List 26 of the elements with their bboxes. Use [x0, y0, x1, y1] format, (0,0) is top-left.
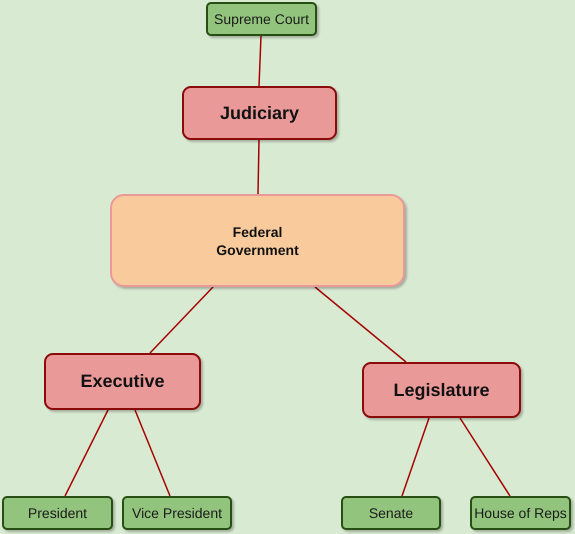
- connector-line: [64, 410, 109, 496]
- branch-box: [182, 86, 337, 140]
- node-label: Judiciary: [220, 102, 300, 125]
- office-box: [206, 2, 317, 36]
- node-label: House of Reps: [474, 504, 567, 523]
- node-label: Senate: [368, 504, 414, 522]
- node-label: Vice President: [132, 504, 222, 522]
- branch-box: [362, 362, 521, 418]
- connector-line: [134, 410, 171, 496]
- node-label: Supreme Court: [214, 10, 309, 29]
- office-box: [470, 496, 571, 530]
- connector-line: [401, 418, 430, 496]
- connector-line: [258, 36, 262, 86]
- node-label: Legislature: [393, 378, 490, 402]
- branch-box: [44, 353, 201, 410]
- office-box: [122, 496, 232, 530]
- connector-line: [314, 286, 406, 363]
- connector-line: [459, 418, 511, 496]
- government-box: [110, 194, 405, 287]
- connector-line: [149, 286, 214, 354]
- node-label: Federal Government: [215, 222, 300, 258]
- node-label: President: [28, 504, 88, 522]
- office-box: [2, 496, 113, 530]
- office-box: [341, 496, 441, 530]
- connector-line: [257, 140, 260, 194]
- node-label: Executive: [80, 370, 165, 393]
